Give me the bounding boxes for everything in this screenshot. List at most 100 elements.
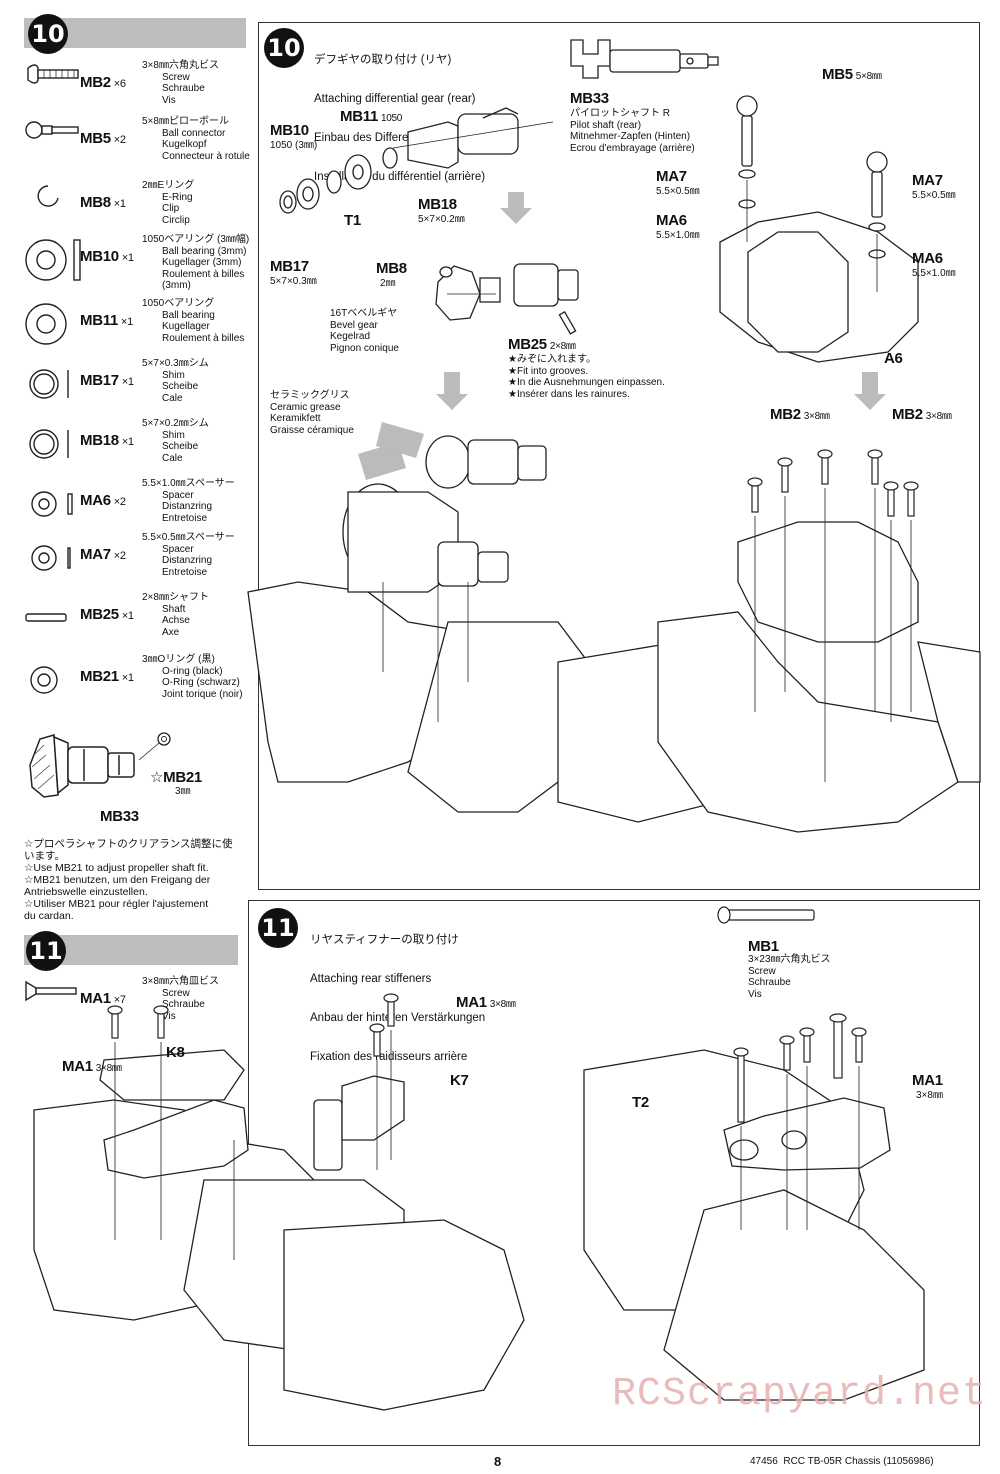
part-code: MB21×1	[80, 668, 134, 685]
part-desc-jp: 5×7×0.3㎜シム	[142, 358, 209, 369]
step10-heading-fr: Installation du différentiel (arrière)	[314, 171, 486, 183]
part-desc-line: Shim	[162, 369, 185, 381]
step10-frame	[258, 22, 980, 890]
note10-line: ☆プロペラシャフトのクリアランス調整に使	[24, 838, 233, 850]
bevel-lines-line: Bevel gear	[330, 319, 378, 331]
a6-label: A6	[884, 350, 903, 367]
part-desc-line: Cale	[162, 452, 183, 464]
mb33-label: MB33	[570, 90, 609, 107]
mb8-label-sub: 2㎜	[380, 278, 396, 289]
mb17-label-sub: 5×7×0.3㎜	[270, 276, 317, 287]
ma1-mid-sub: 3×8㎜	[489, 999, 516, 1010]
part-code-text: MB5	[80, 130, 111, 147]
mb1-lines-line: Schraube	[748, 977, 791, 988]
part-desc-line: Roulement à billes	[162, 332, 245, 344]
screw-icon	[27, 64, 79, 84]
ma6-right-label: MA6	[912, 250, 943, 267]
step11-heading: リヤスティフナーの取り付け Attaching rear stiffeners …	[310, 908, 485, 1077]
part-desc-jp: 5×8㎜ピローボール	[142, 116, 229, 127]
part-code-text: MB8	[80, 194, 111, 211]
part-code-text: MA6	[80, 492, 111, 509]
step10-diff-assembly-diagram	[247, 39, 981, 833]
part-code: MB10×1	[80, 248, 134, 265]
part-code-text: MB10	[80, 248, 119, 265]
step10-part-row: MB10×1 1050ベアリング (3㎜幅)Ball bearing (3mm)K…	[24, 234, 254, 292]
part-code-text: MB18	[80, 432, 119, 449]
mb25-label-code: MB25	[508, 336, 547, 353]
part-code: MB18×1	[80, 432, 134, 449]
step10-badge: 10	[264, 28, 304, 68]
mb21-star-code: ☆MB21	[150, 769, 202, 786]
mb8-label: MB8	[376, 260, 407, 277]
part-code-text: MA1	[80, 990, 111, 1007]
step11-parts-badge: 11	[26, 931, 66, 971]
ball-bearing-icon	[25, 303, 67, 345]
part-code-text: MB11	[80, 312, 118, 329]
part-code: MB5×2	[80, 130, 126, 147]
part-code: MA7×2	[80, 546, 126, 563]
ma1-mid-code: MA1	[456, 994, 487, 1011]
ma6-left-sub: 5.5×1.0㎜	[656, 230, 700, 241]
mb10-label-sub: 1050 (3㎜)	[270, 140, 318, 151]
note10-line: du cardan.	[24, 910, 74, 922]
mb11-label-code: MB11	[340, 108, 378, 125]
ma7-left-sub: 5.5×0.5㎜	[656, 186, 700, 197]
mb33-label-left: MB33	[100, 808, 139, 825]
spacer-icon	[31, 545, 71, 571]
part-desc-line: Entretoise	[162, 566, 208, 578]
ma7-right-sub: 5.5×0.5㎜	[912, 190, 956, 201]
part-desc-line: Clip	[162, 203, 180, 214]
part-code-text: MA7	[80, 546, 111, 563]
watermark: RCScrapyard.net	[612, 1372, 988, 1417]
part-code: MB2×6	[80, 74, 126, 91]
mb21-star-label: ☆MB21	[150, 768, 202, 786]
part-description: 1050ベアリング (3㎜幅)Ball bearing (3mm)Kugella…	[142, 234, 249, 292]
mb21-star-size: 3㎜	[175, 786, 191, 797]
note10-line: ☆Use MB21 to adjust propeller shaft fit.	[24, 862, 209, 874]
mb25-label-sub: 2×8㎜	[549, 341, 576, 352]
part-desc-line: Axe	[162, 626, 180, 638]
step11-stiffener-diagram	[33, 906, 925, 1411]
part-desc-line: Vis	[162, 94, 176, 106]
part-desc-line: Scheibe	[162, 381, 199, 392]
part-code: MB11×1	[80, 312, 133, 329]
k8-label: K8	[166, 1044, 185, 1061]
part-desc-line: Joint torique (noir)	[162, 688, 243, 700]
part-desc-line: Kugelkopf	[162, 139, 207, 150]
part-desc-jp: 3×8㎜六角丸ビス	[142, 60, 219, 71]
mb33-lines-line: Ecrou d'embrayage (arrière)	[570, 142, 695, 154]
spacer-icon	[31, 491, 73, 517]
part-desc-line: O-ring (black)	[162, 665, 223, 677]
part-desc-line: Distanzring	[162, 555, 213, 566]
part-desc-line: (3mm)	[162, 280, 191, 291]
grease-lines-line: Graisse céramique	[270, 424, 354, 436]
part-desc-line: Vis	[162, 1010, 176, 1022]
part-quantity: ×2	[113, 496, 126, 508]
part-desc-line: Schraube	[162, 999, 205, 1010]
step11-badge: 11	[258, 908, 298, 948]
part-desc-line: Scheibe	[162, 441, 199, 452]
ma7-right-label: MA7	[912, 172, 943, 189]
step10-heading-jp: デフギヤの取り付け (リヤ)	[314, 54, 452, 66]
part-desc-line: Shaft	[162, 603, 186, 615]
part-desc-line: Ball bearing (3mm)	[162, 245, 247, 257]
grease-lines-line: セラミックグリス	[270, 390, 350, 401]
mb33-lines-line: パイロットシャフト R	[570, 108, 670, 119]
part-quantity: ×1	[121, 610, 134, 622]
ma6-left-label: MA6	[656, 212, 687, 229]
